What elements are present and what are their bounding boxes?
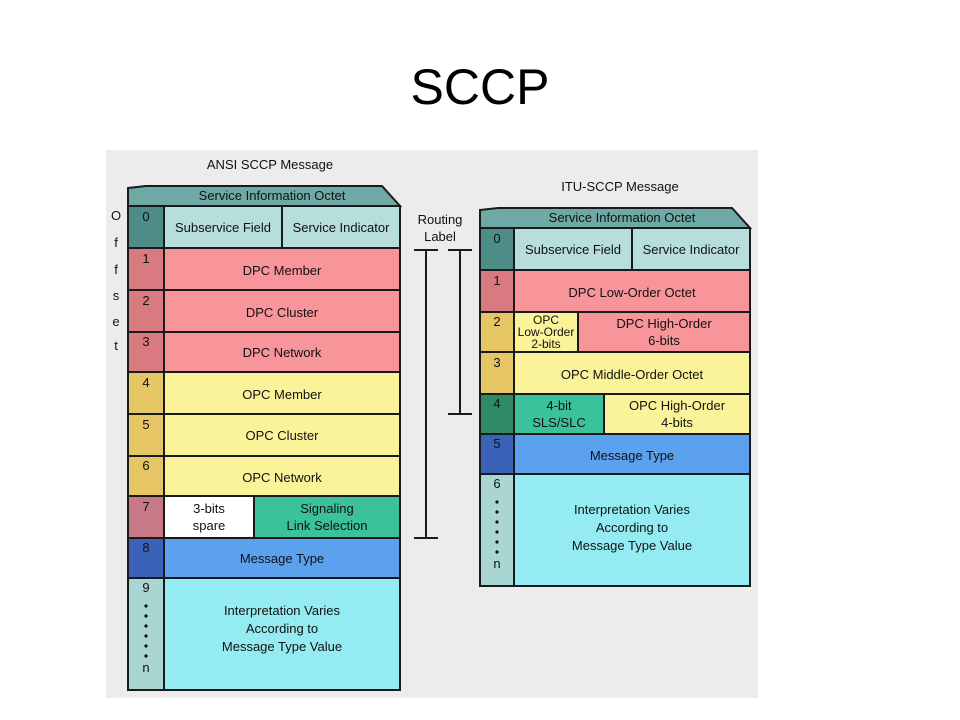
ansi-offset-number: 8 [142, 540, 149, 555]
ansi-sls-label-line1: Signaling [300, 501, 354, 516]
itu-field-label: OPC Middle-Order Octet [561, 367, 704, 382]
routing-label-line1: Routing [418, 212, 463, 227]
itu-offset-number: 5 [493, 436, 500, 451]
ansi-field-label: OPC Member [242, 387, 322, 402]
offset-letter: s [113, 288, 120, 303]
itu-field-label: DPC Low-Order Octet [568, 285, 696, 300]
offset-letter: O [111, 208, 121, 223]
itu-offset-number: 4 [493, 396, 500, 411]
offset-letter: t [114, 338, 118, 353]
ansi-sls-label-line2: Link Selection [287, 518, 368, 533]
ansi-offset-cell [127, 455, 165, 497]
itu-sls-line1: 4-bit [546, 398, 572, 413]
itu-subservice-field [513, 227, 633, 271]
ansi-message: ANSI SCCP Message O f f s e t Service In… [111, 157, 403, 691]
ansi-offset-number: 2 [142, 293, 149, 308]
itu-opc-low-line1: OPC [533, 313, 559, 327]
ansi-field [163, 331, 401, 373]
ansi-subservice-label: Subservice Field [175, 220, 271, 235]
itu-title: ITU-SCCP Message [561, 179, 679, 194]
itu-opc-low-order [513, 311, 579, 353]
itu-offset-number: 0 [493, 231, 500, 246]
ansi-title: ANSI SCCP Message [207, 157, 333, 172]
itu-offset-number: 1 [493, 273, 500, 288]
ansi-offset-end: n [142, 660, 149, 675]
offset-letter: e [112, 314, 119, 329]
itu-offset-cell [479, 351, 515, 395]
ansi-spare-bits [163, 495, 255, 539]
offset-label: O f f s e t [111, 208, 121, 353]
ansi-interpretation-line2: According to [246, 621, 318, 636]
itu-dpc-high-line2: 6-bits [648, 333, 680, 348]
itu-offset-end: n [493, 556, 500, 571]
ansi-offset-cell [127, 289, 165, 333]
itu-dpc-high-line1: DPC High-Order [616, 316, 712, 331]
itu-service-info-octet: Service Information Octet [549, 210, 696, 225]
ansi-field-label: DPC Member [243, 263, 322, 278]
itu-opc-high-line1: OPC High-Order [629, 398, 726, 413]
ansi-service-info-octet: Service Information Octet [199, 188, 346, 203]
ansi-offset-number: 3 [142, 334, 149, 349]
itu-ellipsis-dots [495, 500, 499, 554]
ansi-field-label: DPC Cluster [246, 305, 319, 320]
ansi-offset-number: 1 [142, 251, 149, 266]
itu-dpc-high-order [577, 311, 751, 353]
ansi-offset-number: 5 [142, 417, 149, 432]
ansi-interpretation-line3: Message Type Value [222, 639, 342, 654]
itu-interpretation-field [513, 473, 751, 587]
itu-opc-low-line2: Low-Order [518, 325, 575, 339]
itu-interpretation-line3: Message Type Value [572, 538, 692, 553]
ansi-offset-number: 9 [142, 580, 149, 595]
itu-offset-number: 6 [493, 476, 500, 491]
ansi-signaling-link-selection [253, 495, 401, 539]
itu-opc-low-line3: 2-bits [531, 337, 560, 351]
ansi-field-label: DPC Network [243, 345, 322, 360]
itu-message-type-label: Message Type [590, 448, 674, 463]
routing-label-line2: Label [424, 229, 456, 244]
ansi-offset-cell [127, 331, 165, 373]
ansi-offset-number: 0 [142, 209, 149, 224]
ansi-message-type [163, 537, 401, 579]
itu-offset-number: 3 [493, 355, 500, 370]
itu-interpretation-line2: According to [596, 520, 668, 535]
ansi-spare-label-line1: 3-bits [193, 501, 225, 516]
itu-service-indicator-label: Service Indicator [643, 242, 740, 257]
ansi-offset-number: 6 [142, 458, 149, 473]
ansi-ellipsis-dots [144, 604, 148, 658]
itu-subservice-label: Subservice Field [525, 242, 621, 257]
offset-letter: f [114, 235, 118, 250]
ansi-spare-label-line2: spare [193, 518, 226, 533]
ansi-offset-cell [127, 577, 165, 691]
itu-interpretation-line1: Interpretation Varies [574, 502, 691, 517]
ansi-interpretation-field [163, 577, 401, 691]
slide-title: SCCP [410, 59, 550, 115]
ansi-interpretation-line1: Interpretation Varies [224, 603, 341, 618]
ansi-field-label: OPC Network [242, 470, 322, 485]
ansi-field [163, 455, 401, 497]
itu-field [513, 269, 751, 313]
itu-sls-line2: SLS/SLC [532, 415, 585, 430]
ansi-message-type-label: Message Type [240, 551, 324, 566]
itu-service-indicator [631, 227, 751, 271]
ansi-offset-number: 7 [142, 499, 149, 514]
ansi-offset-number: 4 [142, 375, 149, 390]
itu-offset-number: 2 [493, 314, 500, 329]
ansi-service-indicator-label: Service Indicator [293, 220, 390, 235]
itu-message: ITU-SCCP Message Service Information Oct… [479, 179, 753, 587]
ansi-field-label: OPC Cluster [246, 428, 320, 443]
itu-offset-cell [479, 473, 515, 587]
routing-label-bracket: Routing Label [414, 212, 472, 539]
offset-letter: f [114, 262, 118, 277]
itu-opc-high-line2: 4-bits [661, 415, 693, 430]
